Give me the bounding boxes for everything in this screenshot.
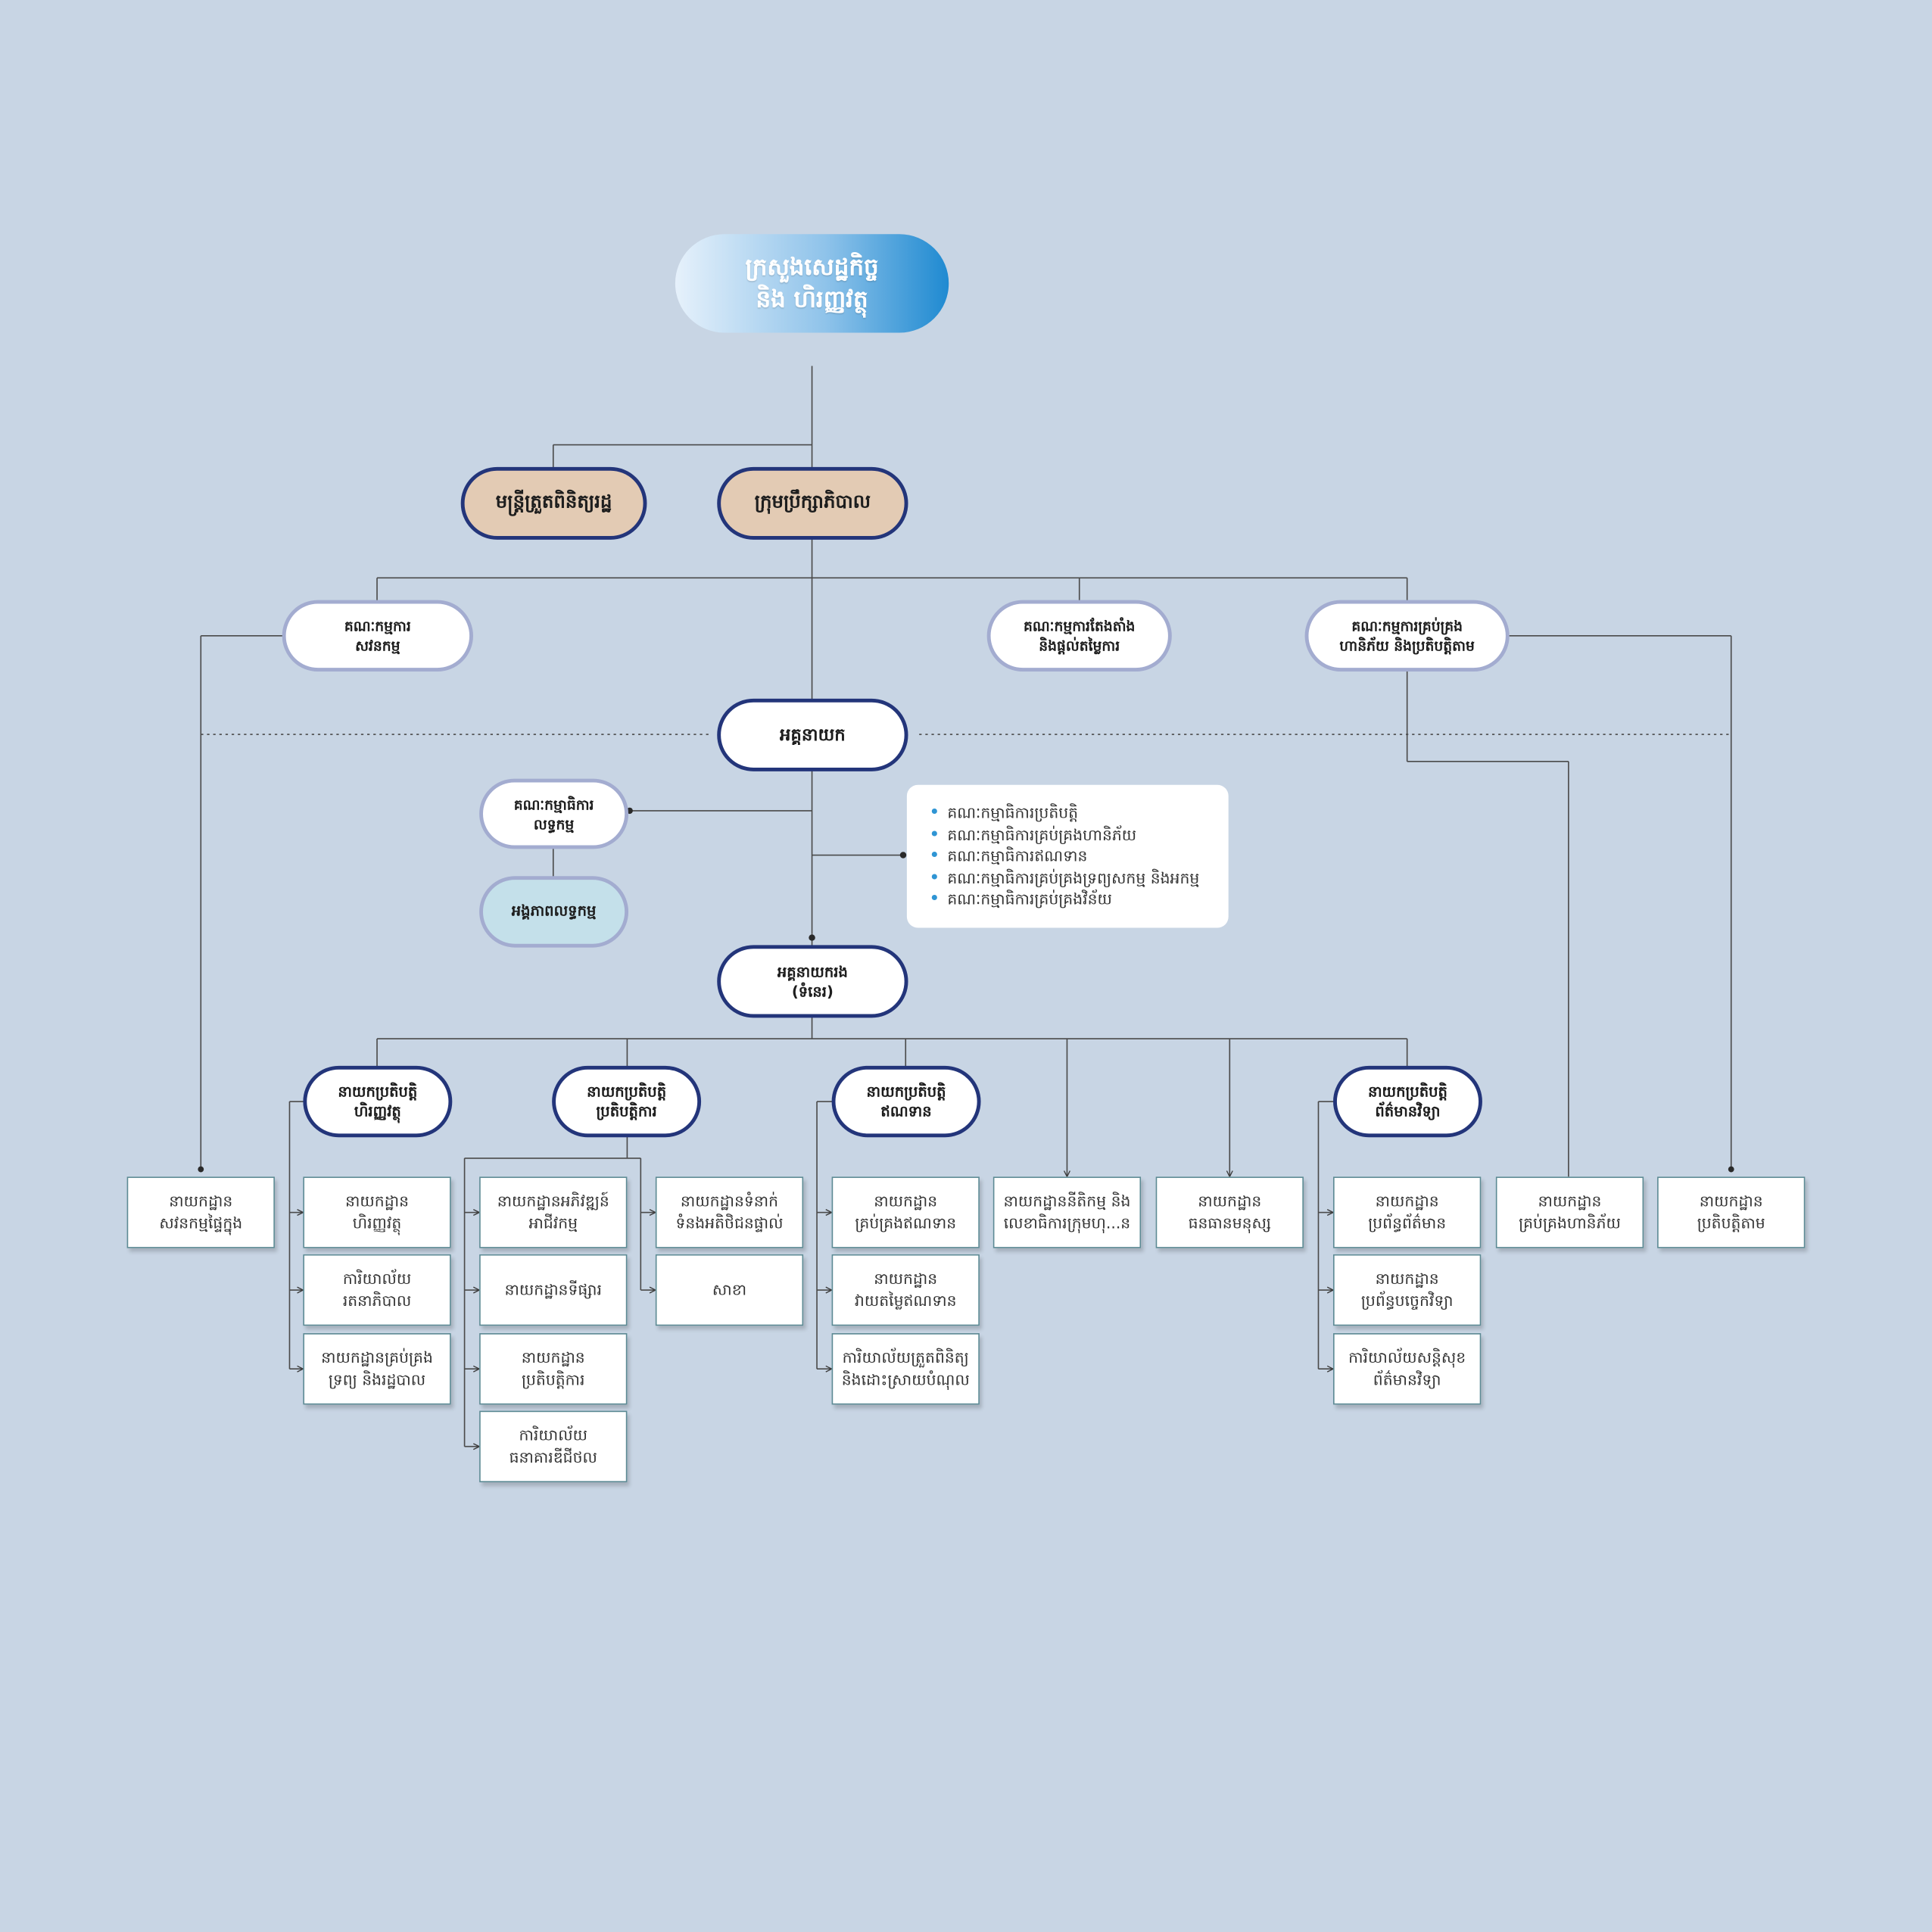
finance-dept: នាយកដ្ឋាន ហិរញ្ញវត្ថុ <box>303 1176 451 1248</box>
tech-infra-dept: នាយកដ្ឋាន ប្រព័ន្ធបច្ចេកវិទ្យា <box>1333 1254 1482 1326</box>
list-item: គណៈកម្មាធិការគ្រប់គ្រងវិន័យ <box>929 888 1216 909</box>
list-item: គណៈកម្មាធិការប្រតិបត្តិ <box>929 802 1216 824</box>
dept-label: នាយកដ្ឋានទំនាក់ ទំនងអតិថិជនផ្ទាល់ <box>675 1191 784 1232</box>
cco-node: នាយកប្រតិបត្តិ ឥណទាន <box>831 1065 981 1138</box>
deputy-ceo-label: អគ្គនាយករង (ទំនេរ) <box>777 962 848 1000</box>
operations-dept: នាយកដ្ឋាន ប្រតិបត្តិការ <box>479 1333 628 1405</box>
dept-label: នាយកដ្ឋាន សវនកម្មផ្ទៃក្នុង <box>159 1191 243 1232</box>
recovery-office: ការិយាល័យត្រួតពិនិត្យ និងដោះស្រាយបំណុល <box>831 1333 980 1405</box>
dept-label: ការិយាល័យសន្តិសុខ ព័ត៌មានវិទ្យា <box>1348 1348 1466 1389</box>
audit-committee-label: គណៈកម្មការ សវនកម្ម <box>344 617 411 655</box>
cfo-node: នាយកប្រតិបត្តិ ហិរញ្ញវត្ថុ <box>303 1065 453 1138</box>
dept-label: នាយកដ្ឋាន ប្រតិបត្តិការ <box>521 1348 585 1389</box>
ministry-node: ក្រសួងសេដ្ឋកិច្ចនិង ហិរញ្ញវត្ថុ <box>675 234 949 333</box>
list-item: គណៈកម្មាធិការឥណទាន <box>929 846 1216 867</box>
compliance-dept: នាយកដ្ឋាន ប្រតិបត្តិតាម <box>1657 1176 1806 1248</box>
state-inspector-node: មន្ត្រីត្រួតពិនិត្យរដ្ឋ <box>460 466 647 540</box>
branches-node: សាខា <box>655 1254 804 1326</box>
ministry-line1: ក្រសួងសេដ្ឋកិច្ច <box>745 254 879 282</box>
dept-label: នាយកដ្ឋាន ហិរញ្ញវត្ថុ <box>345 1191 409 1232</box>
list-item: គណៈកម្មាធិការគ្រប់គ្រងហានិភ័យ <box>929 824 1216 845</box>
dept-label: នាយកដ្ឋាននីតិកម្ម និង លេខាធិការក្រុមហុ..… <box>1003 1191 1131 1232</box>
admin-office: ការិយាល័យ រតនាភិបាល <box>303 1254 451 1326</box>
dept-label: នាយកដ្ឋាន គ្រប់គ្រងហានិភ័យ <box>1519 1191 1621 1232</box>
business-dev-dept: នាយកដ្ឋានអភិវឌ្ឍន៍ អាជីវកម្ម <box>479 1176 628 1248</box>
ministry-line2: និង ហិរញ្ញវត្ថុ <box>756 285 868 313</box>
cio-label: នាយកប្រតិបត្តិ ព័ត៌មានវិទ្យា <box>1367 1083 1447 1120</box>
risk-committee-node: គណៈកម្មការគ្រប់គ្រង ហានិភ័យ និងប្រតិបត្ត… <box>1304 600 1510 672</box>
board-label: ក្រុមប្រឹក្សាភិបាល <box>754 489 871 513</box>
coo-label: នាយកប្រតិបត្តិ ប្រតិបត្តិការ <box>587 1083 667 1120</box>
procurement-unit-label: អង្គភាពលទ្ធកម្ម <box>511 902 597 920</box>
customer-relations-dept: នាយកដ្ឋានទំនាក់ ទំនងអតិថិជនផ្ទាល់ <box>655 1176 804 1248</box>
asset-mgmt-dept: នាយកដ្ឋានគ្រប់គ្រង ទ្រព្យ និងរដ្ឋបាល <box>303 1333 451 1405</box>
dept-label: នាយកដ្ឋាន ប្រព័ន្ធបច្ចេកវិទ្យា <box>1360 1269 1454 1310</box>
cfo-label: នាយកប្រតិបត្តិ ហិរញ្ញវត្ថុ <box>338 1083 418 1120</box>
dept-label: នាយកដ្ឋានទីផ្សារ <box>504 1280 602 1299</box>
it-security-office: ការិយាល័យសន្តិសុខ ព័ត៌មានវិទ្យា <box>1333 1333 1482 1405</box>
dept-label: ការិយាល័យត្រួតពិនិត្យ និងដោះស្រាយបំណុល <box>841 1348 970 1389</box>
hr-dept: នាយកដ្ឋាន ធនធានមនុស្ស <box>1155 1176 1304 1248</box>
dept-label: សាខា <box>712 1280 747 1299</box>
dept-label: ការិយាល័យ ធនាគារឌីជីថល <box>509 1426 597 1466</box>
list-item: គណៈកម្មាធិការគ្រប់គ្រងទ្រព្យសកម្ម និងអកម… <box>929 867 1216 888</box>
audit-committee-node: គណៈកម្មការ សវនកម្ម <box>282 600 473 672</box>
credit-eval-dept: នាយកដ្ឋាន វាយតម្លៃឥណទាន <box>831 1254 980 1326</box>
procurement-unit-node: អង្គភាពលទ្ធកម្ម <box>479 876 629 948</box>
board-of-directors-node: ក្រុមប្រឹក្សាភិបាល <box>717 466 908 540</box>
risk-mgmt-dept: នាយកដ្ឋាន គ្រប់គ្រងហានិភ័យ <box>1495 1176 1644 1248</box>
internal-audit-dept: នាយកដ្ឋាន សវនកម្មផ្ទៃក្នុង <box>126 1176 275 1248</box>
cio-node: នាយកប្រតិបត្តិ ព័ត៌មានវិទ្យា <box>1333 1065 1482 1138</box>
legal-dept: នាយកដ្ឋាននីតិកម្ម និង លេខាធិការក្រុមហុ..… <box>992 1176 1142 1248</box>
procurement-committee-node: គណៈកម្មាធិការ លទ្ធកម្ម <box>479 778 629 849</box>
cco-label: នាយកប្រតិបត្តិ ឥណទាន <box>866 1083 946 1120</box>
dept-label: នាយកដ្ឋានអភិវឌ្ឍន៍ អាជីវកម្ម <box>497 1191 609 1232</box>
credit-mgmt-dept: នាយកដ្ឋាន គ្រប់គ្រងឥណទាន <box>831 1176 980 1248</box>
dept-label: នាយកដ្ឋាន ប្រព័ន្ធព័ត៌មាន <box>1368 1191 1447 1232</box>
marketing-dept: នាយកដ្ឋានទីផ្សារ <box>479 1254 628 1326</box>
dept-label: នាយកដ្ឋាន ប្រតិបត្តិតាម <box>1697 1191 1765 1232</box>
dept-label: ការិយាល័យ រតនាភិបាល <box>342 1269 412 1310</box>
risk-committee-label: គណៈកម្មការគ្រប់គ្រង ហានិភ័យ និងប្រតិបត្ត… <box>1339 617 1475 655</box>
nomination-committee-node: គណៈកម្មការតែងតាំង និងផ្តល់តម្លៃការ <box>986 600 1172 672</box>
info-systems-dept: នាយកដ្ឋាន ប្រព័ន្ធព័ត៌មាន <box>1333 1176 1482 1248</box>
ceo-node: អគ្គនាយក <box>717 698 908 771</box>
dept-label: នាយកដ្ឋាន គ្រប់គ្រងឥណទាន <box>855 1191 957 1232</box>
coo-node: នាយកប្រតិបត្តិ ប្រតិបត្តិការ <box>552 1065 702 1138</box>
dept-label: នាយកដ្ឋាន ធនធានមនុស្ស <box>1188 1191 1271 1232</box>
state-inspector-label: មន្ត្រីត្រួតពិនិត្យរដ្ឋ <box>495 489 612 513</box>
procurement-committee-label: គណៈកម្មាធិការ លទ្ធកម្ម <box>513 795 594 833</box>
deputy-ceo-node: អគ្គនាយករង (ទំនេរ) <box>717 945 908 1018</box>
digital-bank-office: ការិយាល័យ ធនាគារឌីជីថល <box>479 1410 628 1482</box>
dept-label: នាយកដ្ឋានគ្រប់គ្រង ទ្រព្យ និងរដ្ឋបាល <box>321 1348 433 1389</box>
dept-label: នាយកដ្ឋាន វាយតម្លៃឥណទាន <box>854 1269 957 1310</box>
executive-committees-list: គណៈកម្មាធិការប្រតិបត្តិ គណៈកម្មាធិការគ្រ… <box>906 784 1229 928</box>
nomination-committee-label: គណៈកម្មការតែងតាំង និងផ្តល់តម្លៃការ <box>1024 617 1136 655</box>
ceo-label: អគ្គនាយក <box>779 724 846 745</box>
